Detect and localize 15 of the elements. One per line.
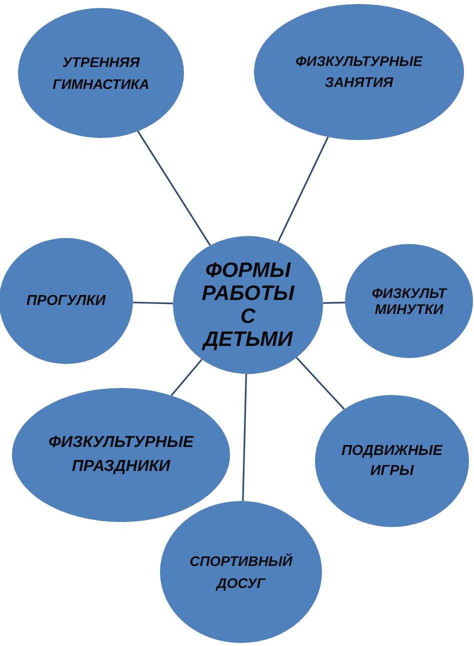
node-label: ФИЗКУЛЬТУРНЫЕ ЗАНЯТИЯ [294, 52, 424, 92]
node-label: СПОРТИВНЫЙ ДОСУГ [188, 552, 294, 593]
connector-line [137, 130, 211, 246]
node-label: УТРЕННЯЯ ГИМНАСТИКА [52, 52, 150, 94]
connector-line [277, 136, 329, 242]
connector-line [242, 374, 247, 502]
connector-line [322, 302, 346, 304]
node-label: ФИЗКУЛЬТ МИНУТКИ [370, 284, 448, 318]
connector-line [296, 357, 345, 410]
node-label: ПРОГУЛКИ [26, 292, 106, 310]
node-label: ФИЗКУЛЬТУРНЫЕ ПРАЗДНИКИ [48, 433, 195, 477]
node-label: ПОДВИЖНЫЕ ИГРЫ [340, 442, 444, 481]
node-label: ФОРМЫ РАБОТЫ С ДЕТЬМИ [200, 258, 296, 352]
connector-line [170, 358, 203, 396]
connector-line [132, 302, 174, 304]
